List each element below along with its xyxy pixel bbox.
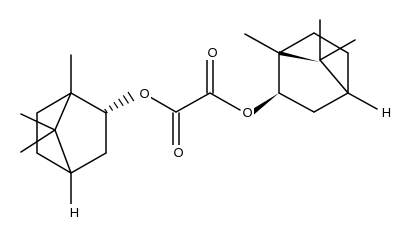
- atom-labels: O O O O H H: [66, 45, 391, 220]
- bond-o1-ca: [149, 96, 177, 113]
- wedge-bond-o2-c2: [246, 93, 279, 118]
- bond-c5-c6-right: [313, 32, 349, 54]
- bond-c7-methyl-b: [20, 129, 56, 153]
- bond-c3-c4: [70, 152, 107, 174]
- bond-c7-methyl-right: [319, 39, 356, 61]
- right-bornyl-group: [244, 19, 378, 118]
- bond-c6-c1-right: [278, 32, 315, 54]
- left-bornyl-group: [20, 54, 135, 207]
- bond-cb-o2: [209, 92, 241, 111]
- bond-c7-c4-right: [319, 59, 349, 94]
- bridgehead-hydrogen-left: H: [70, 205, 79, 220]
- bond-ca-cb: [175, 92, 211, 113]
- bond-c1-methyl-right: [244, 33, 280, 54]
- ester-oxygen-right: O: [242, 105, 252, 120]
- wedge-bond-c1-c7: [279, 51, 320, 62]
- bond-c2-c3-right: [278, 92, 315, 113]
- bond-c3-c4-right: [313, 92, 349, 113]
- bond-c6-c1: [36, 92, 72, 114]
- bond-c1-c2: [70, 92, 107, 114]
- ester-oxygen-left: O: [139, 86, 149, 101]
- bond-c1-c7: [54, 92, 72, 131]
- carbonyl-oxygen-upper: O: [207, 45, 217, 60]
- bond-c4-h-right: [347, 92, 378, 110]
- bridgehead-hydrogen-right: H: [382, 105, 391, 120]
- bond-c4-c5: [36, 152, 72, 174]
- bond-c7-c4: [54, 129, 72, 174]
- bond-c7-methyl-a: [20, 113, 56, 131]
- carbonyl-oxygen-lower: O: [173, 145, 183, 160]
- hashed-bond-c2-o: [104, 91, 135, 114]
- oxalate-linker: [149, 59, 241, 147]
